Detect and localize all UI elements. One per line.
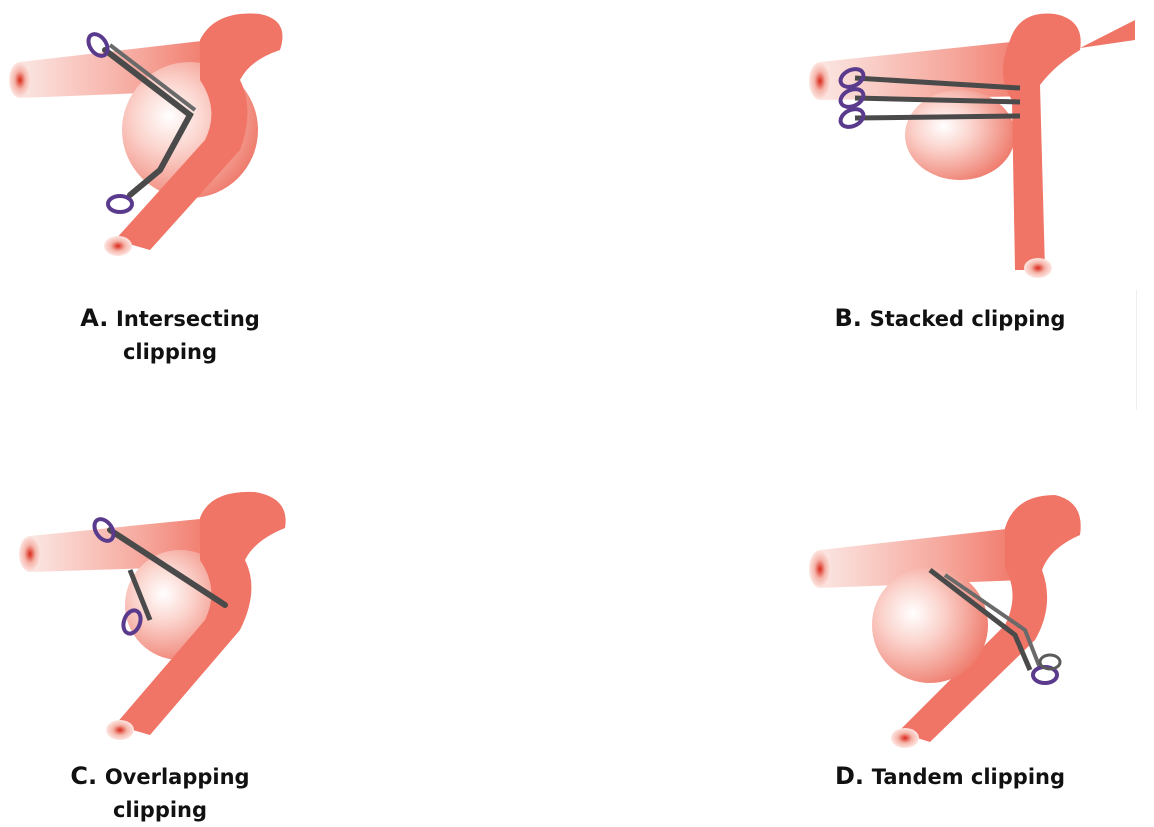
caption-c: C. Overlapping clipping (50, 760, 270, 827)
vessel-ostium-left (809, 550, 831, 588)
divider (1136, 290, 1137, 410)
caption-d-letter: D. (835, 762, 864, 790)
overlapping-clipping-illustration (0, 480, 320, 740)
panel-c-overlapping: C. Overlapping clipping (0, 480, 320, 822)
panel-d-tandem: D. Tandem clipping (780, 480, 1154, 822)
vessel-distal (1080, 20, 1135, 48)
caption-d: D. Tandem clipping (820, 760, 1080, 794)
vessel-ostium-bottom (104, 236, 132, 256)
stacked-clipping-illustration (780, 0, 1154, 290)
clip-ring-icon (108, 196, 132, 212)
caption-a: A. Intersecting clipping (60, 302, 280, 369)
caption-c-line1: Overlapping (105, 765, 250, 789)
panel-b-stacked: B. Stacked clipping (780, 0, 1154, 410)
caption-a-line1: Intersecting (116, 307, 260, 331)
clip-ring-icon (838, 106, 867, 131)
caption-c-letter: C. (70, 762, 97, 790)
caption-a-letter: A. (80, 304, 108, 332)
vessel-ostium-bottom (1024, 258, 1052, 278)
vessel-bifurcation (1003, 14, 1081, 270)
caption-d-line1: Tandem clipping (872, 765, 1065, 789)
tandem-clipping-illustration (780, 480, 1154, 740)
caption-b: B. Stacked clipping (820, 302, 1080, 336)
caption-b-line1: Stacked clipping (870, 307, 1066, 331)
caption-c-line2: clipping (113, 798, 207, 822)
caption-b-letter: B. (835, 304, 862, 332)
clip-blade (855, 98, 1020, 102)
aneurysm-sphere (872, 567, 988, 683)
vessel-ostium-bottom (891, 728, 919, 748)
clip-blade (855, 116, 1020, 118)
intersecting-clipping-illustration (0, 0, 320, 280)
vessel-ostium-left (809, 62, 831, 100)
caption-a-line2: clipping (123, 340, 217, 364)
vessel-ostium-bottom (106, 720, 134, 740)
vessel-ostium-left (19, 536, 41, 572)
vessel-ostium-left (9, 62, 31, 98)
panel-a-intersecting: A. Intersecting clipping (0, 0, 320, 370)
